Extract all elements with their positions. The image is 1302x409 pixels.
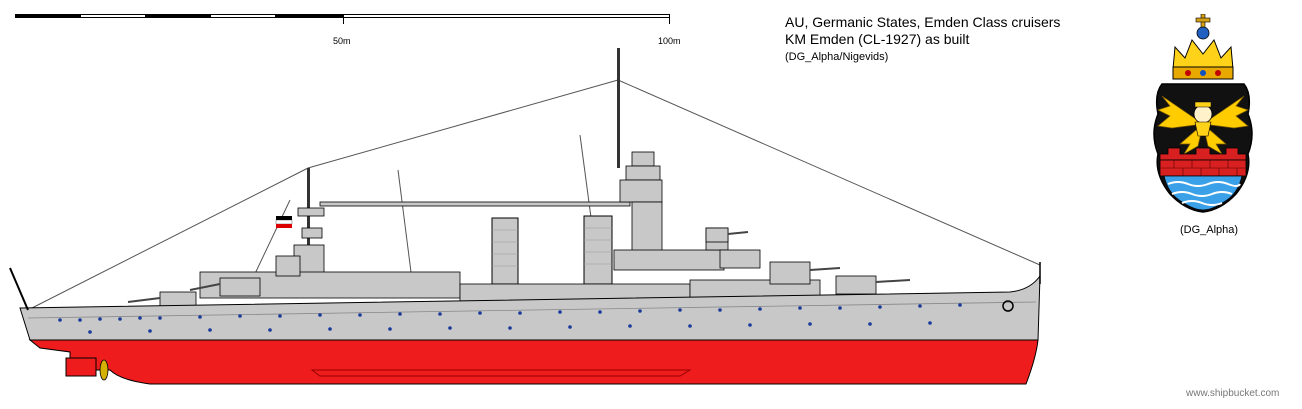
scale-bar-graphic xyxy=(15,14,671,24)
ship-profile xyxy=(0,40,1060,395)
naval-flag xyxy=(275,216,293,228)
gun-turrets xyxy=(159,227,877,307)
scale-label-50m: 50m xyxy=(333,36,351,46)
masts xyxy=(307,48,620,278)
funnels xyxy=(491,215,613,285)
rudder xyxy=(65,357,97,377)
coat-of-arms xyxy=(1140,13,1266,223)
rigging xyxy=(27,79,1041,311)
propeller-icon xyxy=(99,359,109,381)
portholes xyxy=(58,303,962,334)
title-line-1: AU, Germanic States, Emden Class cruiser… xyxy=(785,14,1061,30)
main-tower xyxy=(613,151,761,271)
anchor-icon xyxy=(1002,300,1014,312)
title-line-3: (DG_Alpha/Nigevids) xyxy=(785,51,889,63)
gun-barrels xyxy=(127,231,911,303)
title-line-2: KM Emden (CL-1927) as built xyxy=(785,31,970,47)
title-block: AU, Germanic States, Emden Class cruiser… xyxy=(785,14,1060,65)
hull-upper xyxy=(19,274,1041,341)
cruiser-drawing xyxy=(9,48,1041,385)
watermark: www.shipbucket.com xyxy=(1186,388,1280,399)
scale-label-100m: 100m xyxy=(658,36,681,46)
emblem-credit: (DG_Alpha) xyxy=(1180,224,1239,236)
coat-of-arms-icon xyxy=(1153,13,1253,213)
scale-bar: 50m 100m xyxy=(15,14,681,46)
hull-lower xyxy=(28,339,1039,385)
